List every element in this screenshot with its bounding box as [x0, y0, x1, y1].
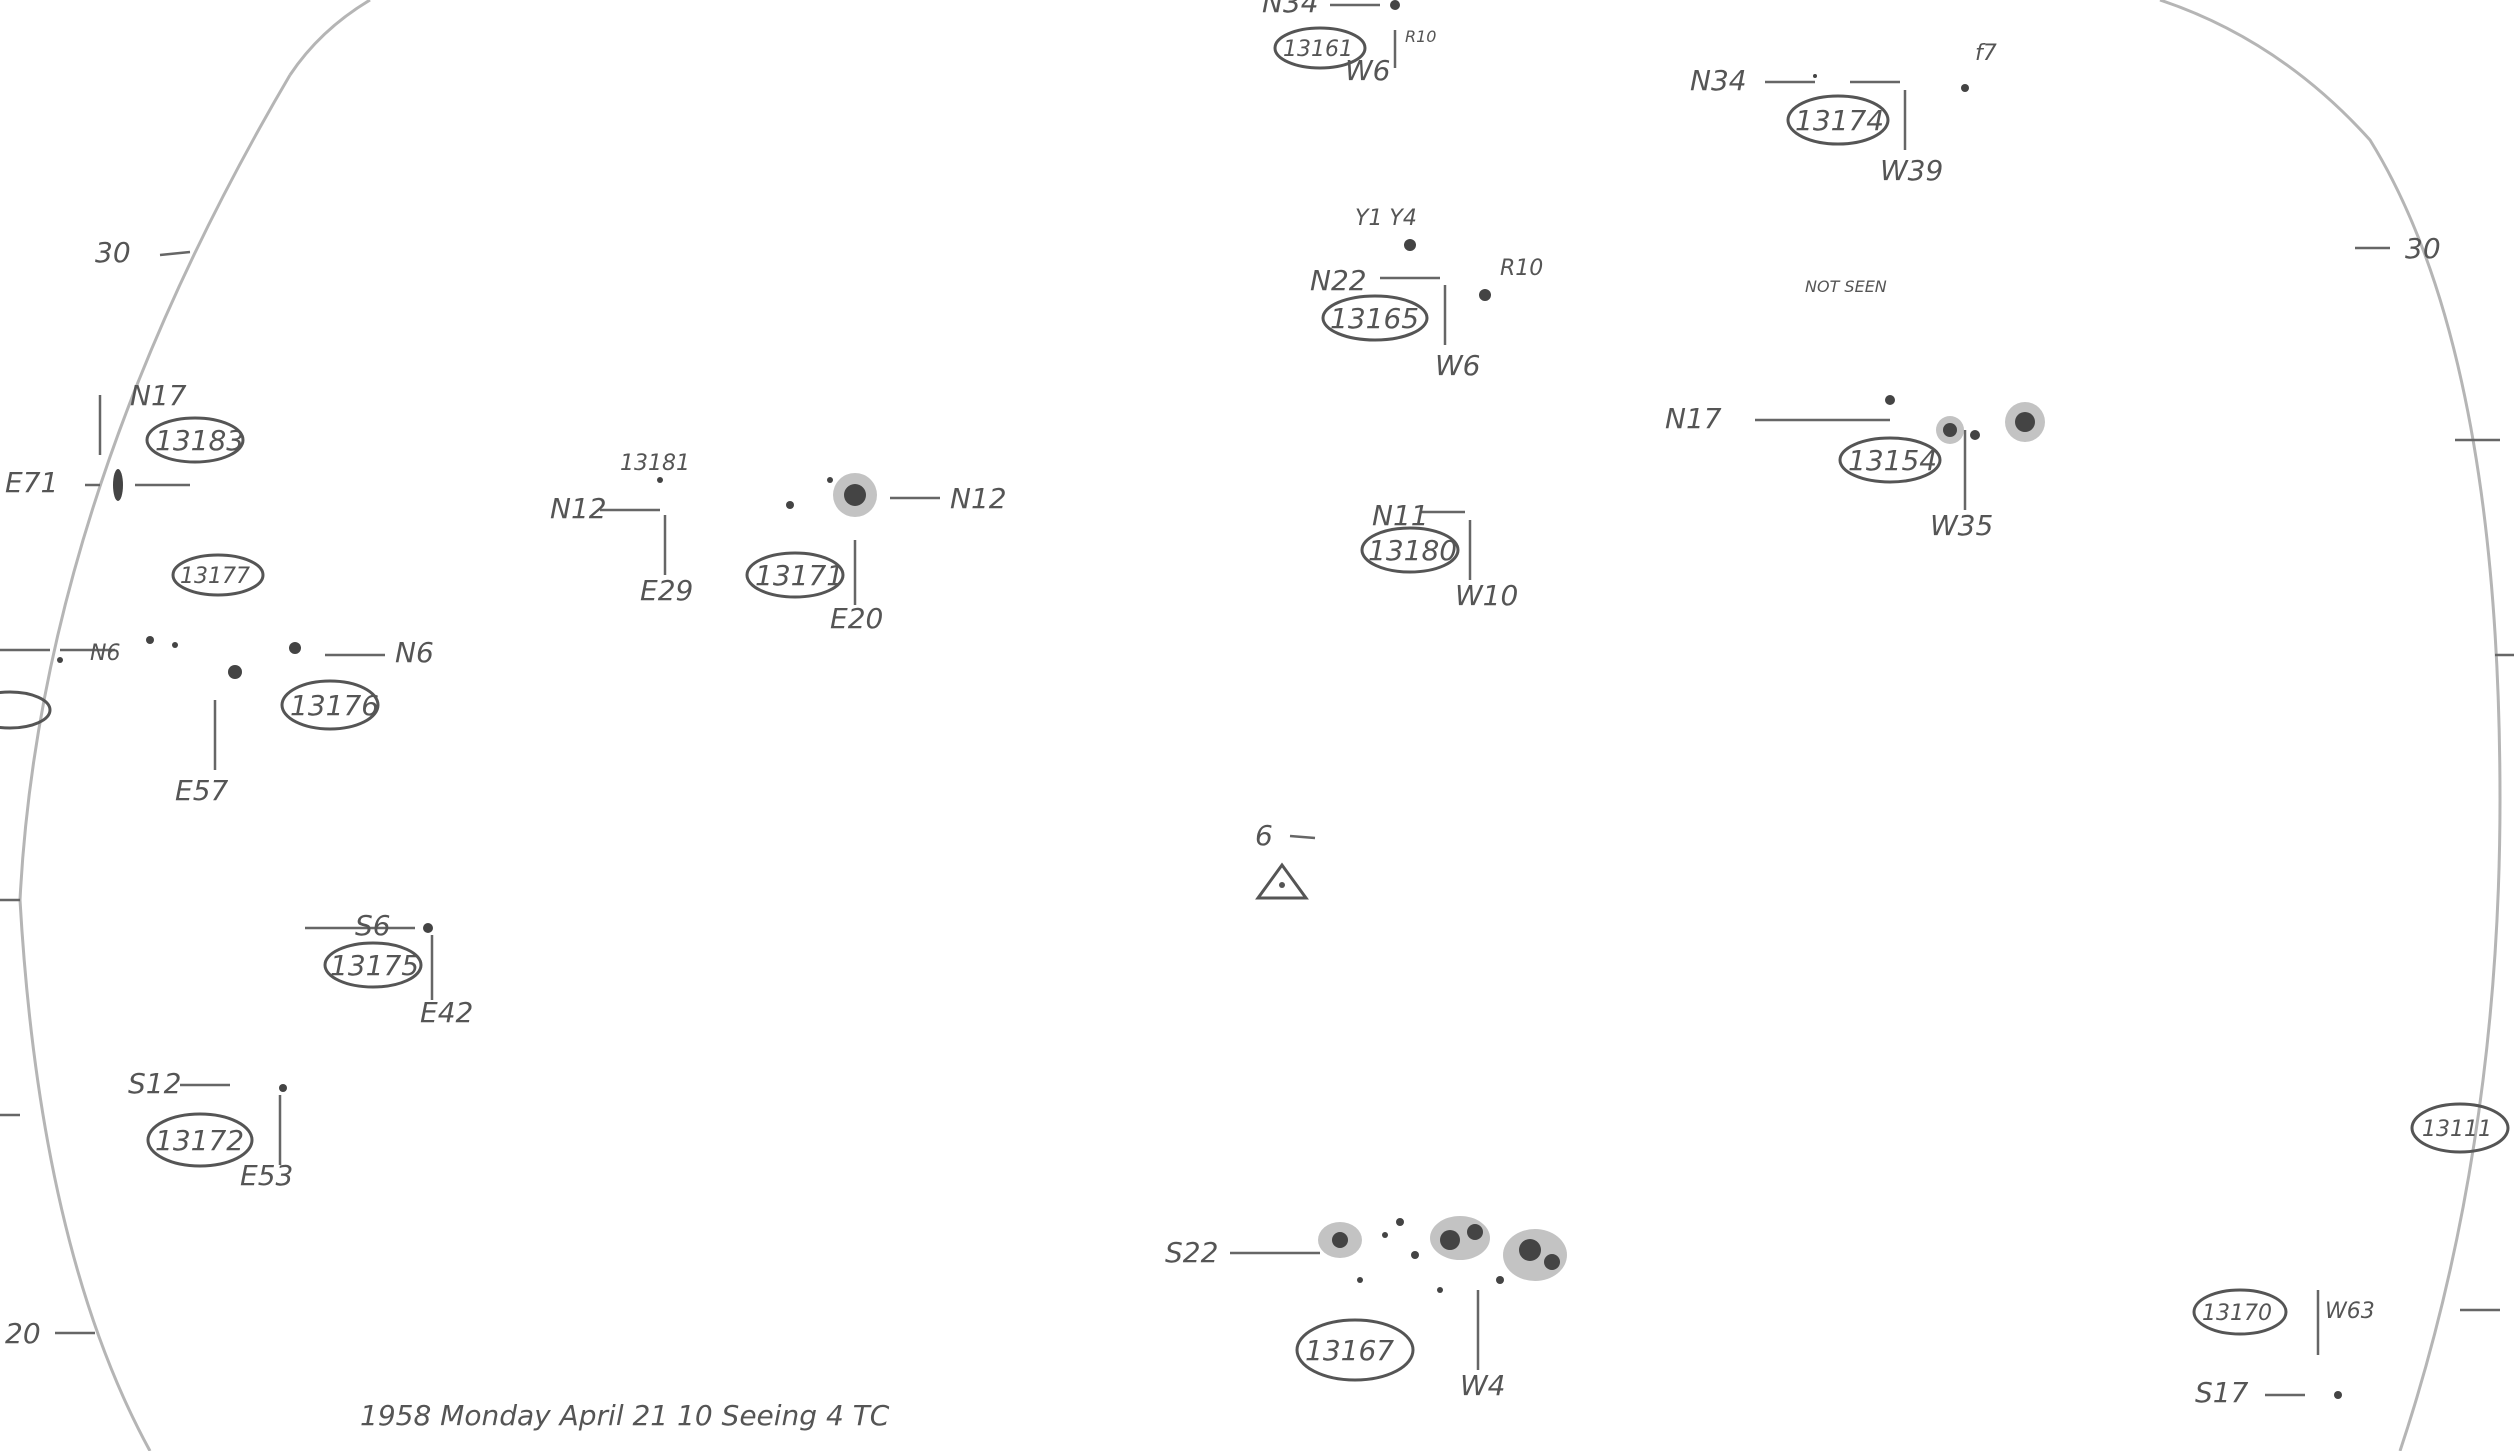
svg-text:13175: 13175 [330, 949, 419, 982]
region-13180: 13180 N11 W10 [1360, 499, 1518, 612]
svg-text:N22: N22 [1310, 264, 1367, 297]
svg-text:E20: E20 [830, 602, 883, 635]
region-13175: 13175 S6 E42 [305, 909, 473, 1029]
svg-text:13161: 13161 [1283, 37, 1353, 62]
svg-text:13180: 13180 [1368, 534, 1457, 567]
svg-text:13170: 13170 [2202, 1301, 2272, 1326]
svg-text:N6: N6 [395, 636, 434, 669]
region-13176: 13176 N6 E57 [175, 636, 434, 807]
solar-limb-right [2159, 0, 2502, 1451]
lat-right-30: 30 [2405, 232, 2441, 265]
svg-text:W63: W63 [2325, 1299, 2375, 1324]
svg-text:13181: 13181 [620, 451, 690, 476]
svg-text:13172: 13172 [155, 1124, 244, 1157]
svg-text:W10: W10 [1455, 579, 1518, 612]
latitude-ticks: 30 30 20 [0, 232, 2514, 1350]
region-13172: 13172 S12 E53 [128, 1067, 293, 1192]
svg-text:E29: E29 [640, 574, 693, 607]
svg-text:E57: E57 [175, 774, 229, 807]
region-13161: 13161 N34 W6 R10 [1262, 0, 1436, 87]
svg-text:E53: E53 [240, 1159, 293, 1192]
svg-text:Y1 Y4: Y1 Y4 [1355, 206, 1417, 231]
svg-text:N17: N17 [1665, 402, 1722, 435]
svg-text:N34: N34 [1262, 0, 1319, 19]
svg-text:13111: 13111 [2422, 1117, 2492, 1142]
region-13154: 13154 N17 W35 NOT SEEN [1665, 277, 2045, 542]
svg-text:NOT SEEN: NOT SEEN [1805, 277, 1887, 296]
region-13174: 13174 N34 W39 f7 [1690, 41, 1997, 187]
drawing-caption: 1958 Monday April 21 10 Seeing 4 TC [360, 1399, 890, 1432]
svg-text:13167: 13167 [1305, 1334, 1394, 1367]
disk-center-marker: 6 [1255, 819, 1316, 900]
svg-text:S22: S22 [1165, 1236, 1218, 1269]
svg-text:W6: W6 [1345, 54, 1391, 87]
svg-text:13154: 13154 [1848, 444, 1937, 477]
svg-text:13177: 13177 [180, 564, 250, 589]
region-13165: 13165 N22 W6 R10 Y1 Y4 [1310, 206, 1543, 382]
svg-text:R10: R10 [1500, 256, 1543, 281]
svg-text:6: 6 [1255, 819, 1273, 852]
svg-text:W6: W6 [1435, 349, 1481, 382]
svg-text:W35: W35 [1930, 509, 1993, 542]
svg-text:N12: N12 [550, 492, 607, 525]
region-13177: 13177 N6 [60, 553, 265, 666]
lat-left-30: 30 [95, 236, 131, 269]
svg-text:13183: 13183 [155, 424, 244, 457]
region-left-edge [0, 648, 63, 730]
svg-text:N34: N34 [1690, 64, 1747, 97]
svg-text:N17: N17 [130, 379, 187, 412]
svg-text:13174: 13174 [1795, 104, 1884, 137]
svg-text:S12: S12 [128, 1067, 181, 1100]
region-13111: 13111 [2410, 1102, 2510, 1154]
svg-text:R10: R10 [1405, 27, 1436, 46]
svg-text:N6: N6 [90, 641, 120, 666]
svg-text:13176: 13176 [290, 689, 379, 722]
region-13181: 13181 N12 E29 [550, 451, 693, 607]
svg-text:W4: W4 [1460, 1369, 1506, 1402]
svg-text:N12: N12 [950, 482, 1007, 515]
svg-text:W39: W39 [1880, 154, 1943, 187]
svg-text:E42: E42 [420, 996, 473, 1029]
svg-text:S6: S6 [355, 909, 391, 942]
svg-text:13171: 13171 [755, 559, 844, 592]
svg-text:f7: f7 [1975, 41, 1997, 66]
lat-left-20: 20 [5, 1317, 41, 1350]
svg-text:S17: S17 [2195, 1376, 2249, 1409]
region-13171: 13171 N12 E20 [745, 473, 1007, 635]
solar-limb [18, 74, 292, 1451]
svg-text:E71: E71 [5, 466, 58, 499]
region-13183: 13183 N17 E71 [5, 379, 245, 501]
solar-limb-left-top [288, 0, 371, 76]
region-13170: 13170 W63 S17 [2192, 1288, 2375, 1409]
svg-text:13165: 13165 [1330, 302, 1419, 335]
svg-text:N11: N11 [1372, 499, 1429, 532]
region-13167: 13167 S22 W4 [1165, 1216, 1567, 1402]
